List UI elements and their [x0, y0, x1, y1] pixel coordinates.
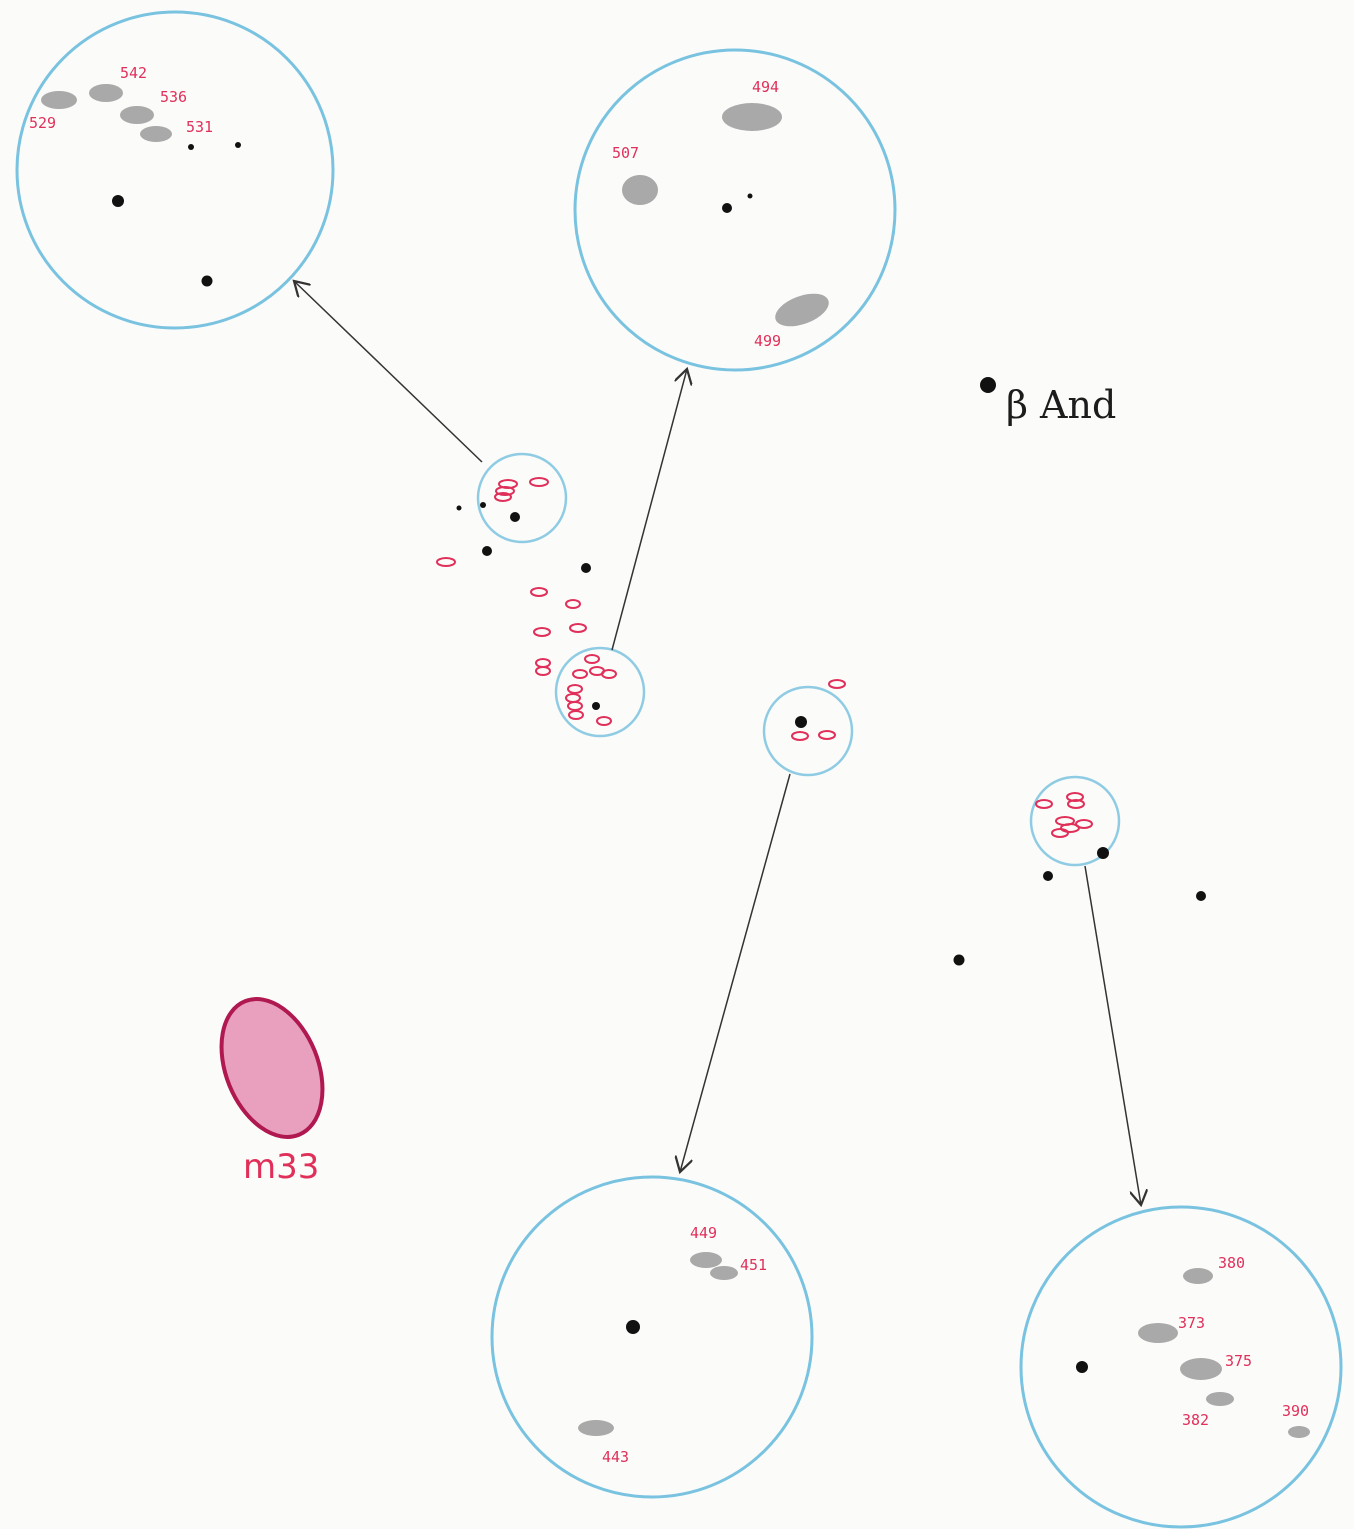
star: [1043, 871, 1053, 881]
arrow-to-bottom-right-field: [1085, 866, 1141, 1205]
field-view-top-middle: 494 507 499: [575, 50, 895, 370]
galaxy-marker: [536, 667, 550, 675]
galaxy-marker: [792, 732, 808, 740]
galaxy-390: [1288, 1426, 1310, 1438]
star: [457, 506, 462, 511]
galaxy-507: [622, 175, 658, 205]
galaxy-marker: [531, 588, 547, 596]
galaxy-marker: [536, 659, 550, 667]
galaxy-marker: [437, 558, 455, 566]
star: [748, 194, 753, 199]
star-beta-and: [980, 377, 996, 393]
star: [482, 546, 492, 556]
star: [954, 955, 965, 966]
star: [1097, 847, 1109, 859]
label-542: 542: [120, 64, 147, 82]
galaxy-marker: [569, 711, 583, 719]
star: [795, 716, 807, 728]
m33-ellipse: [202, 984, 341, 1152]
arrow-to-bottom-middle-field: [680, 774, 790, 1172]
label-380: 380: [1218, 1254, 1245, 1272]
field-view-top-left: 529 542 536 531: [17, 12, 333, 328]
label-443: 443: [602, 1448, 629, 1466]
galaxy-375: [1180, 1358, 1222, 1380]
star: [235, 142, 241, 148]
label-m33: m33: [243, 1147, 319, 1187]
galaxy-marker: [568, 685, 582, 693]
star: [480, 502, 486, 508]
field-view-bottom-middle: 449 451 443: [492, 1177, 812, 1497]
small-fov-circle-a: [478, 454, 566, 542]
galaxy-marker: [1076, 820, 1092, 828]
star: [581, 563, 591, 573]
galaxy-marker: [534, 628, 550, 636]
label-449: 449: [690, 1224, 717, 1242]
fov-circle: [17, 12, 333, 328]
finder-field-stars: [437, 454, 1206, 966]
m33-galaxy: m33: [202, 984, 341, 1187]
galaxy-marker: [1052, 829, 1068, 837]
galaxy-449: [690, 1252, 722, 1268]
fov-circle: [492, 1177, 812, 1497]
label-390: 390: [1282, 1402, 1309, 1420]
star: [626, 1320, 640, 1334]
label-375: 375: [1225, 1352, 1252, 1370]
star: [722, 203, 732, 213]
star: [202, 276, 213, 287]
galaxy-542: [89, 84, 123, 102]
galaxy-451: [710, 1266, 738, 1280]
galaxy-marker: [1036, 800, 1052, 808]
galaxy-529: [41, 91, 77, 109]
star: [510, 512, 520, 522]
label-494: 494: [752, 78, 779, 96]
arrow-to-top-middle-field: [612, 369, 687, 650]
label-451: 451: [740, 1256, 767, 1274]
galaxy-536: [120, 106, 154, 124]
galaxy-382: [1206, 1392, 1234, 1406]
label-529: 529: [29, 114, 56, 132]
galaxy-marker: [566, 600, 580, 608]
label-beta-and: β And: [1006, 383, 1116, 427]
label-531: 531: [186, 118, 213, 136]
galaxy-marker: [819, 731, 835, 739]
field-view-bottom-right: 380 373 375 382 390: [1021, 1207, 1341, 1527]
label-499: 499: [754, 332, 781, 350]
galaxy-marker: [585, 655, 599, 663]
star: [1196, 891, 1206, 901]
galaxy-380: [1183, 1268, 1213, 1284]
galaxy-marker: [530, 478, 548, 486]
galaxy-499: [771, 287, 833, 332]
fov-circle: [575, 50, 895, 370]
label-536: 536: [160, 88, 187, 106]
small-fov-circle-c: [764, 687, 852, 775]
galaxy-marker: [829, 680, 845, 688]
star: [592, 702, 600, 710]
label-382: 382: [1182, 1411, 1209, 1429]
label-373: 373: [1178, 1314, 1205, 1332]
galaxy-marker: [573, 670, 587, 678]
galaxy-marker: [597, 717, 611, 725]
galaxy-marker: [566, 694, 580, 702]
galaxy-494: [722, 103, 782, 131]
star: [112, 195, 124, 207]
galaxy-marker: [570, 624, 586, 632]
label-507: 507: [612, 144, 639, 162]
galaxy-marker: [602, 670, 616, 678]
galaxy-531: [140, 126, 172, 142]
galaxy-373: [1138, 1323, 1178, 1343]
galaxy-marker: [568, 702, 582, 710]
arrow-to-top-left-field: [294, 281, 482, 462]
star: [1076, 1361, 1088, 1373]
galaxy-443: [578, 1420, 614, 1436]
star: [188, 144, 194, 150]
